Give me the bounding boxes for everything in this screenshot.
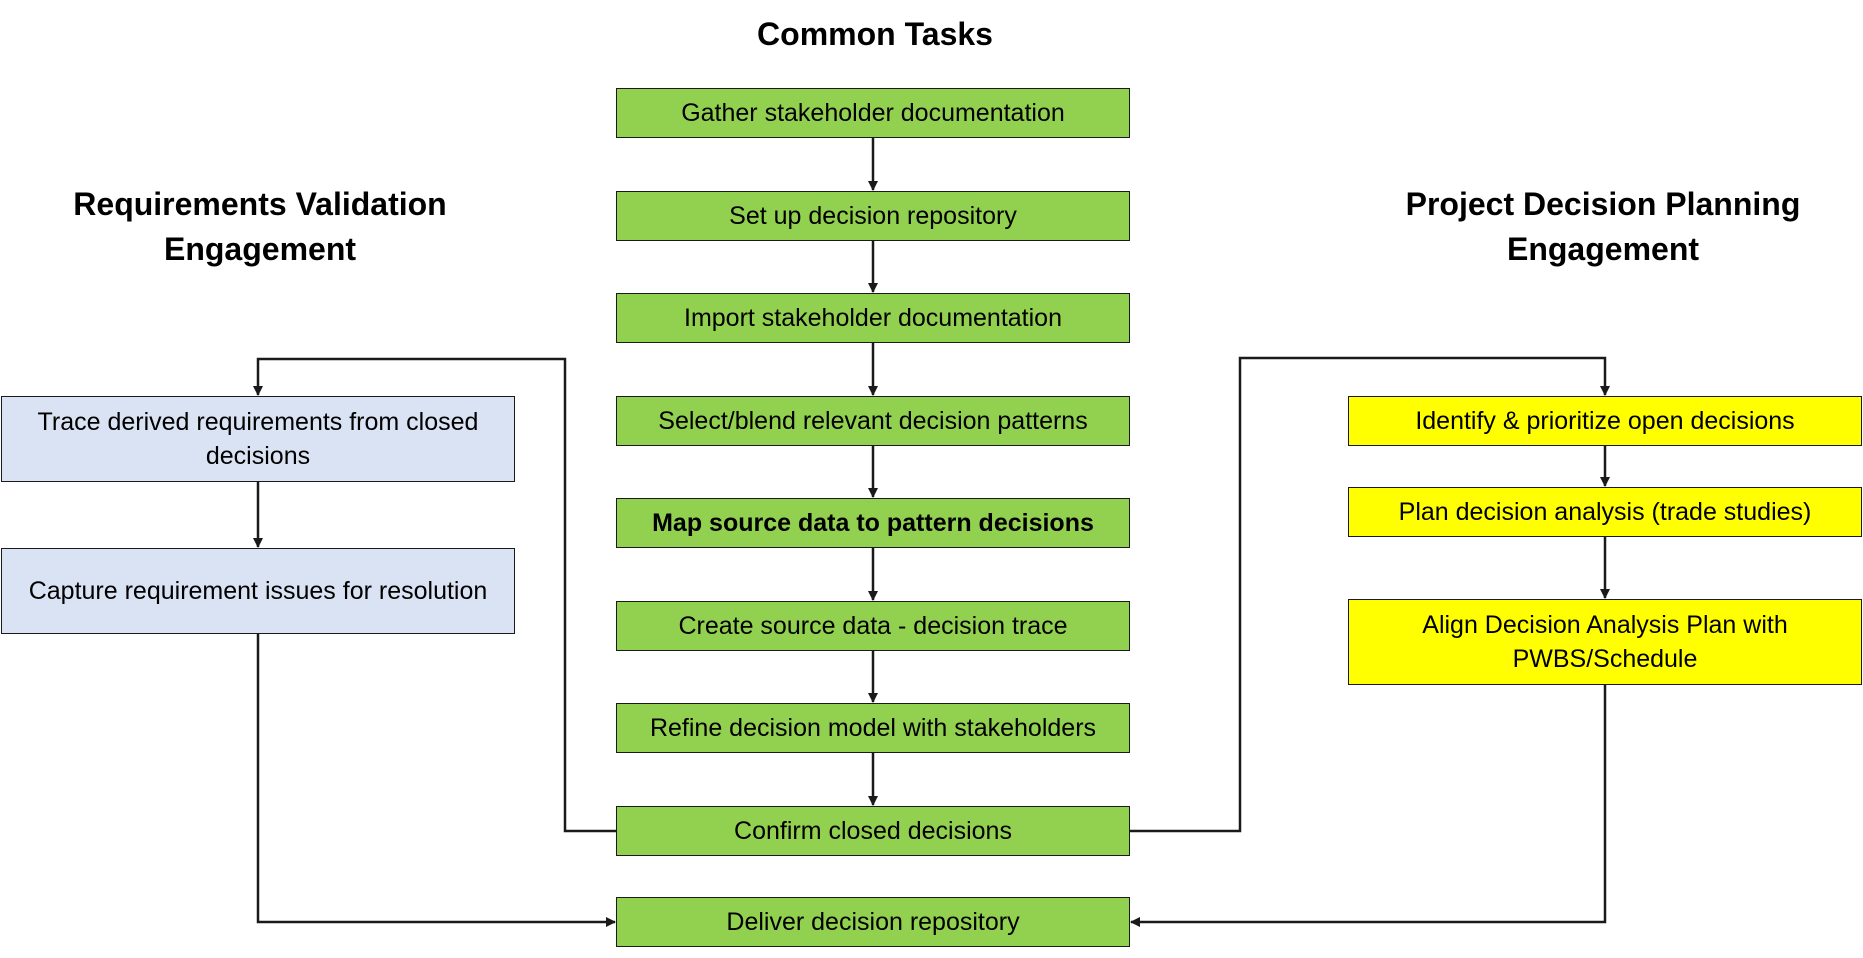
heading-common-tasks: Common Tasks: [757, 16, 993, 52]
task-identify-prioritize-open-decisions: Identify & prioritize open decisions: [1348, 396, 1862, 446]
task-set-up-decision-repository: Set up decision repository: [616, 191, 1130, 241]
task-create-source-data-trace: Create source data - decision trace: [616, 601, 1130, 651]
task-trace-derived-requirements: Trace derived requirements from closed d…: [1, 396, 515, 482]
task-map-source-data: Map source data to pattern decisions: [616, 498, 1130, 548]
task-gather-stakeholder-documentation: Gather stakeholder documentation: [616, 88, 1130, 138]
task-capture-requirement-issues: Capture requirement issues for resolutio…: [1, 548, 515, 634]
arrow-confirm-to-identify: [1130, 356, 1610, 833]
arrow-align-to-deliver: [1130, 685, 1607, 927]
task-refine-decision-model: Refine decision model with stakeholders: [616, 703, 1130, 753]
task-align-decision-analysis-plan: Align Decision Analysis Plan with PWBS/S…: [1348, 599, 1862, 685]
arrow-confirm-to-trace: [253, 357, 616, 833]
task-confirm-closed-decisions: Confirm closed decisions: [616, 806, 1130, 856]
heading-requirements-validation: Requirements Validation Engagement: [73, 186, 447, 267]
task-plan-decision-analysis: Plan decision analysis (trade studies): [1348, 487, 1862, 537]
arrow-capture-to-deliver: [256, 634, 616, 927]
task-select-blend-decision-patterns: Select/blend relevant decision patterns: [616, 396, 1130, 446]
task-deliver-decision-repository: Deliver decision repository: [616, 897, 1130, 947]
heading-project-decision-planning: Project Decision Planning Engagement: [1405, 186, 1801, 267]
task-import-stakeholder-documentation: Import stakeholder documentation: [616, 293, 1130, 343]
